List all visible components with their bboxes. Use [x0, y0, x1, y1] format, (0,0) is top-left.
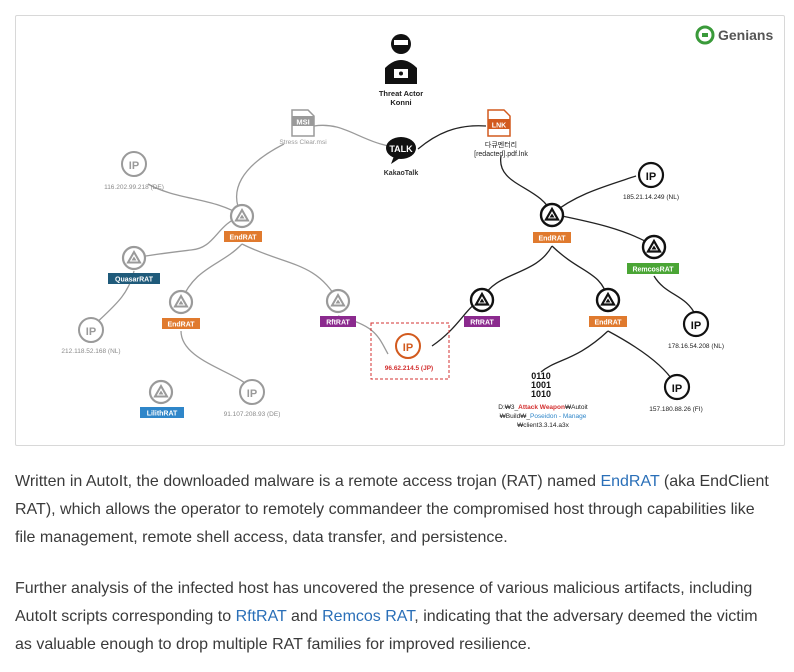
ip-node-icon: IP	[663, 373, 691, 401]
file-path-line1: D:₩3_Attack Weapon₩Autoit	[498, 404, 588, 411]
lilithrat-tag	[140, 407, 184, 418]
binary-file-icon: 0110 1001 1010	[531, 371, 551, 399]
lnk-badge: LNK	[492, 123, 506, 130]
svg-text:IP: IP	[403, 342, 413, 354]
svg-text:1001: 1001	[531, 380, 551, 390]
ip-label: 185.21.14.249 (NL)	[623, 194, 679, 201]
ip-label: 116.202.99.218 (DE)	[104, 184, 164, 191]
remcosrat-label: RemcosRAT	[632, 267, 674, 274]
svg-text:IP: IP	[129, 160, 139, 172]
connections	[90, 124, 697, 390]
threat-actor-icon	[385, 34, 417, 84]
ip-label: 178.16.54.208 (NL)	[668, 343, 724, 350]
ip-label: 157.180.88.26 (FI)	[649, 406, 702, 413]
remcosrat-node-icon	[641, 234, 667, 260]
endrat-node-icon	[168, 289, 194, 315]
endrat-node-icon	[229, 203, 255, 229]
rftrat-tag	[464, 316, 500, 327]
paragraph-2: Further analysis of the infected host ha…	[15, 580, 758, 653]
endrat-label: EndRAT	[167, 322, 195, 329]
lnk-label-line1: 다큐멘터리	[485, 140, 517, 149]
rftrat-link[interactable]: RftRAT	[235, 608, 287, 625]
msi-file-icon: MSI	[291, 109, 315, 137]
kakaotalk-icon: TALK	[386, 137, 416, 164]
msi-label: Stress Clear.msi	[279, 139, 326, 146]
actor-name: Konni	[390, 98, 411, 107]
logo-brand: Genians	[718, 27, 773, 43]
svg-text:IP: IP	[646, 171, 656, 183]
endrat-label: EndRAT	[538, 236, 566, 243]
lilithrat-label: LilithRAT	[147, 411, 178, 418]
ip-node-icon: IP	[239, 379, 265, 405]
lilithrat-node-icon	[148, 379, 174, 405]
endrat-label: EndRAT	[594, 320, 622, 327]
lnk-label-line2: [redacted].pdf.lnk	[474, 151, 528, 158]
endrat-tag	[533, 232, 571, 243]
actor-title: Threat Actor	[379, 89, 423, 98]
endrat-link[interactable]: EndRAT	[600, 473, 660, 490]
ip-node-icon: IP	[78, 317, 104, 343]
endrat-node-icon	[539, 202, 565, 228]
svg-text:1010: 1010	[531, 389, 551, 399]
svg-text:IP: IP	[691, 320, 701, 332]
rftrat-tag	[320, 316, 356, 327]
svg-text:IP: IP	[86, 326, 96, 338]
ip-node-icon: IP	[682, 310, 710, 338]
quasarrat-label: QuasarRAT	[115, 277, 154, 284]
central-ip-label: 96.62.214.5 (JP)	[385, 365, 433, 372]
remcos-rat-link[interactable]: Remcos RAT	[322, 608, 415, 625]
ip-node-icon: IP	[121, 151, 147, 177]
lnk-file-icon: LNK	[487, 109, 511, 137]
quasarrat-tag	[108, 273, 160, 284]
genians-logo: Genians	[695, 25, 773, 45]
quasarrat-node-icon	[121, 245, 147, 271]
msi-badge: MSI	[296, 118, 309, 127]
rftrat-label: RftRAT	[470, 320, 494, 327]
rftrat-node-icon	[469, 287, 495, 313]
file-path-line2: ₩Build₩_Poseidon - Manage	[500, 413, 587, 420]
svg-text:IP: IP	[672, 383, 682, 395]
central-ip-icon: IP	[395, 333, 421, 359]
endrat-node-icon	[595, 287, 621, 313]
diagram-canvas: Genians Threat Actor Konni TALK KakaoTal…	[61, 25, 773, 429]
ip-label: 212.118.52.168 (NL)	[61, 348, 120, 355]
paragraph-1: Written in AutoIt, the downloaded malwar…	[15, 473, 769, 546]
highlight-box	[370, 322, 450, 380]
file-path-line3: ₩client3.3.14.a3x	[517, 422, 569, 429]
kakao-label: KakaoTalk	[384, 170, 419, 177]
ip-label: 91.107.208.93 (DE)	[224, 411, 281, 418]
endrat-tag	[224, 231, 262, 242]
genians-logo-icon	[695, 25, 715, 45]
endrat-tag	[162, 318, 200, 329]
remcosrat-tag	[627, 263, 679, 274]
ip-node-icon: IP	[637, 161, 665, 189]
kakao-badge: TALK	[389, 144, 413, 154]
rftrat-node-icon	[325, 288, 351, 314]
endrat-tag	[589, 316, 627, 327]
svg-text:IP: IP	[247, 388, 257, 400]
svg-text:0110: 0110	[531, 371, 551, 381]
rftrat-label: RftRAT	[326, 320, 350, 327]
attack-diagram: Genians Threat Actor Konni TALK KakaoTal…	[15, 15, 785, 446]
endrat-label: EndRAT	[229, 235, 257, 242]
